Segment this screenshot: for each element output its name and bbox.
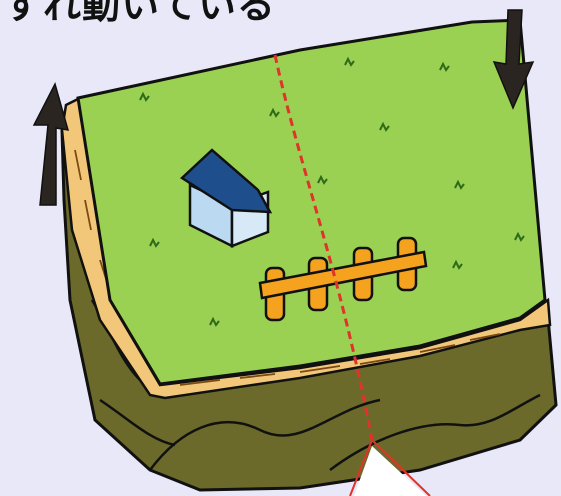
grass-surface	[78, 20, 545, 384]
